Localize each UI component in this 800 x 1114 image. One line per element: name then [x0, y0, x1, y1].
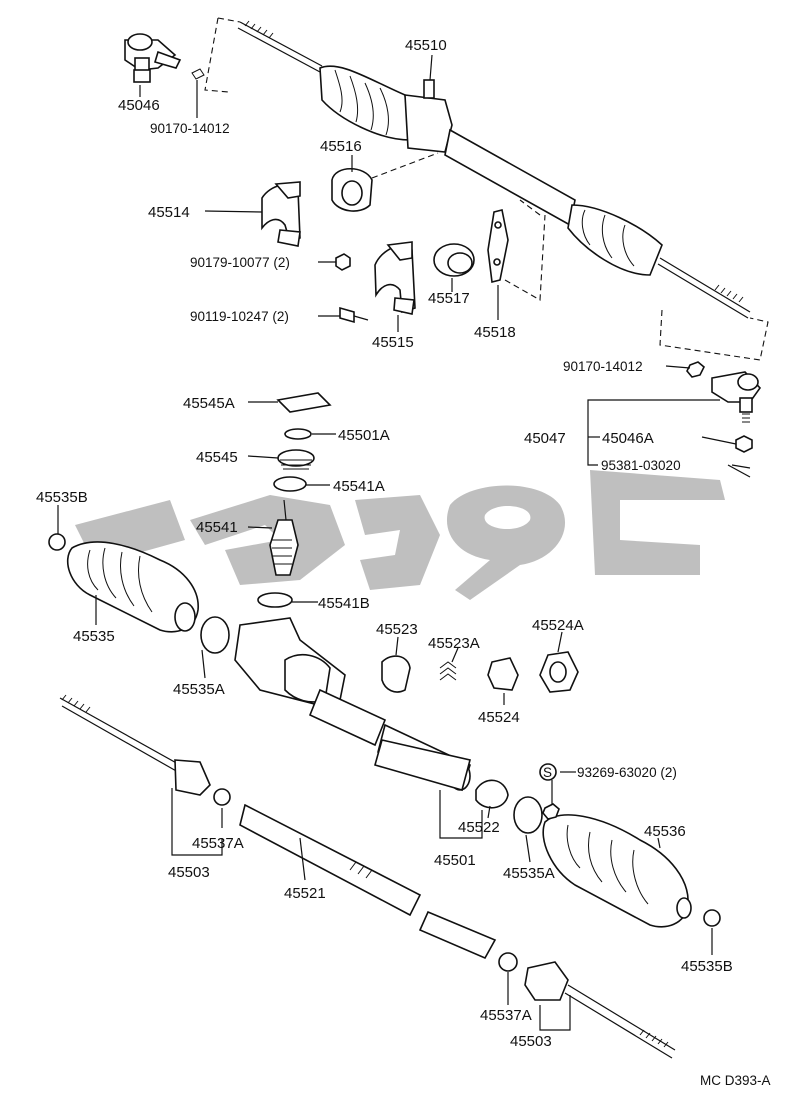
label-45047: 45047 [524, 430, 566, 447]
watermark-logo [75, 470, 725, 600]
label-90170-14012-right: 90170-14012 [563, 359, 643, 374]
label-45503-bottom: 45503 [510, 1033, 552, 1050]
label-45541: 45541 [196, 519, 238, 536]
boot-right-45536 [542, 814, 721, 928]
tie-rod-end-right [686, 361, 762, 478]
pinion-stack [257, 392, 332, 608]
boot-left-45535 [48, 533, 199, 633]
label-45541A: 45541A [333, 478, 385, 495]
rack-housing-assembly [204, 17, 769, 361]
label-45046A: 45046A [602, 430, 654, 447]
standard-part-mark-letter: S [543, 765, 552, 780]
boot-clamp-45535A-left [200, 616, 230, 654]
bolt-90119 [339, 306, 369, 324]
label-45535A-right: 45535A [503, 865, 555, 882]
tie-rod-right-45503 [498, 952, 676, 1059]
label-45516: 45516 [320, 138, 362, 155]
label-45521: 45521 [284, 885, 326, 902]
clamp-bracket-45515 [374, 241, 416, 315]
bushing-45516 [331, 167, 373, 212]
spring-45523A [439, 661, 457, 681]
label-90119-10247: 90119-10247 (2) [190, 309, 289, 324]
lock-nut-45524A [539, 651, 579, 693]
label-45535: 45535 [73, 628, 115, 645]
boot-clamp-45535A-right [513, 796, 543, 834]
rack-guide-45523 [381, 655, 411, 693]
bolt-93269 [542, 803, 560, 820]
label-45501: 45501 [434, 852, 476, 869]
label-93269-63020: 93269-63020 (2) [577, 765, 677, 780]
label-45535A-left: 45535A [173, 681, 225, 698]
label-45522: 45522 [458, 819, 500, 836]
spring-cap-45524 [487, 657, 519, 691]
label-95381-03020: 95381-03020 [601, 458, 681, 473]
label-45535B-top: 45535B [36, 489, 88, 506]
label-90170-14012-top: 90170-14012 [150, 121, 230, 136]
clamp-bracket-45514 [261, 181, 301, 247]
label-45518: 45518 [474, 324, 516, 341]
label-45046: 45046 [118, 97, 160, 114]
rack-bar-45521 [239, 803, 497, 960]
bushing-45522 [475, 779, 509, 809]
diagram-code: MC D393-A [700, 1073, 771, 1088]
label-45537A-left: 45537A [192, 835, 244, 852]
label-45523: 45523 [376, 621, 418, 638]
label-45524: 45524 [478, 709, 520, 726]
leader-lines [57, 54, 751, 1031]
clamp-plate-45518 [487, 209, 509, 283]
bushing-45517 [433, 243, 475, 277]
label-45545A: 45545A [183, 395, 235, 412]
label-45545: 45545 [196, 449, 238, 466]
label-45536: 45536 [644, 823, 686, 840]
tie-rod-end-left [124, 33, 205, 83]
label-45514: 45514 [148, 204, 190, 221]
tie-rod-left-45503 [59, 694, 231, 806]
label-45535B-bottom: 45535B [681, 958, 733, 975]
label-45523A: 45523A [428, 635, 480, 652]
label-45537A-bottom: 45537A [480, 1007, 532, 1024]
label-90179-10077: 90179-10077 (2) [190, 255, 290, 270]
label-45541B: 45541B [318, 595, 370, 612]
label-45501A: 45501A [338, 427, 390, 444]
label-45510: 45510 [405, 37, 447, 54]
label-45524A: 45524A [532, 617, 584, 634]
label-45515: 45515 [372, 334, 414, 351]
nut-90179 [335, 253, 351, 271]
rack-housing-tube-45501 [374, 739, 471, 791]
label-45517: 45517 [428, 290, 470, 307]
part-labels: 45510 45046 90170-14012 45516 45514 9017… [36, 37, 771, 1088]
label-45503-left: 45503 [168, 864, 210, 881]
standard-part-mark [539, 763, 557, 781]
